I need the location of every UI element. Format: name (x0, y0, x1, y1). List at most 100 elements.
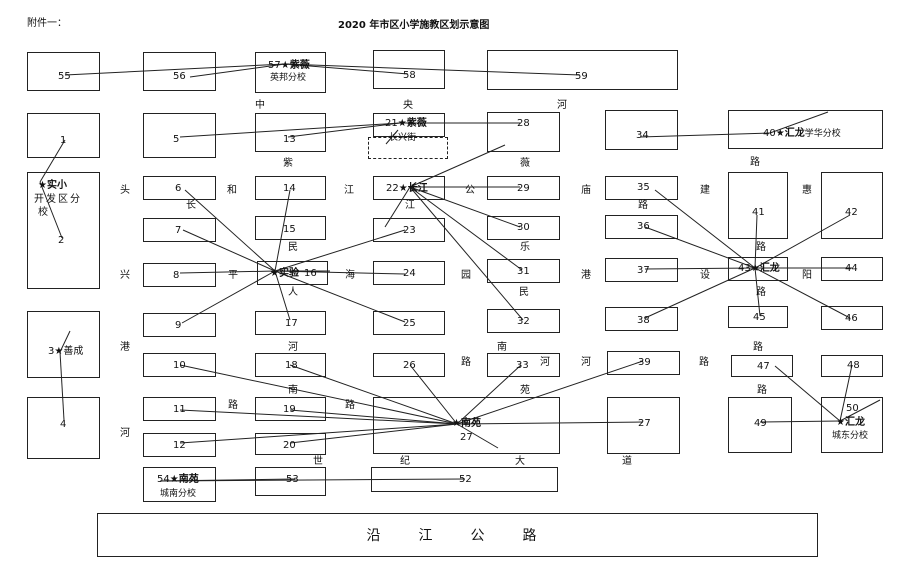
district-box-39 (607, 351, 680, 375)
district-box-25 (373, 311, 445, 335)
connection-line (384, 186, 411, 228)
connection-line (64, 63, 286, 76)
school-shixiao-branch: 开发区分 (34, 194, 82, 205)
road-label: 路 (753, 342, 763, 353)
road-label: 路 (228, 400, 238, 411)
connection-line (179, 122, 401, 138)
district-box-56 (143, 52, 216, 91)
node-label: 1 (60, 135, 67, 146)
road-label: 路 (756, 287, 766, 298)
connection-line (774, 365, 841, 422)
road-label: 路 (638, 200, 648, 211)
connection-line (754, 267, 761, 317)
district-box-20 (255, 433, 326, 455)
node-label: 49 (754, 418, 767, 429)
road-label: 庙 (581, 185, 591, 196)
connection-line (839, 364, 853, 422)
district-box-55 (27, 52, 100, 91)
connection-line (59, 330, 71, 353)
road-label: 世 (313, 456, 323, 467)
connection-line (754, 267, 851, 319)
district-box-47 (731, 355, 793, 377)
connection-line (754, 214, 758, 269)
road-label: 路 (461, 357, 471, 368)
node-label: 5 (173, 134, 180, 145)
school-3: 3★善成 (48, 346, 84, 357)
road-label: 河 (120, 428, 130, 439)
district-box-57 (255, 52, 326, 93)
node-label: 24 (403, 268, 416, 279)
district-box-8 (143, 263, 216, 287)
node-label: 12 (173, 440, 186, 451)
node-label: 42 (845, 207, 858, 218)
district-box-35 (605, 176, 678, 200)
node-label: 34 (636, 130, 649, 141)
school-40: 40★汇龙学华分校 (763, 128, 841, 139)
district-box-23 (373, 218, 445, 242)
node-label: 48 (847, 360, 860, 371)
node-label: 7 (175, 225, 182, 236)
node-label: 4 (60, 419, 67, 430)
school-nanyuan: ★南苑 (452, 418, 481, 429)
connection-line (654, 189, 756, 269)
connection-line (409, 186, 521, 228)
node-label: 16 (304, 268, 317, 279)
node-label: 35 (637, 182, 650, 193)
node-label: 50 (846, 403, 859, 414)
school-21: 21★紫薇 (385, 118, 427, 129)
district-box-21-changxing (368, 137, 448, 159)
node-label: 44 (845, 263, 858, 274)
road-label: 大 (515, 456, 525, 467)
node-label: 58 (403, 70, 416, 81)
district-box-4 (27, 397, 100, 459)
connection-line (456, 364, 522, 425)
node-label: 53 (286, 474, 299, 485)
node-label: 41 (752, 207, 765, 218)
district-box-42 (821, 172, 883, 239)
node-label: 30 (517, 222, 530, 233)
connection-line (409, 144, 506, 188)
district-box-46 (821, 306, 883, 330)
road-label: 路 (756, 242, 766, 253)
road-label: 长 (186, 200, 196, 211)
district-box-12 (143, 433, 216, 457)
district-box-1 (27, 113, 100, 158)
road-label: 兴 (120, 270, 130, 281)
connection-line (456, 360, 644, 425)
connection-line (59, 351, 65, 421)
node-label: 14 (283, 183, 296, 194)
district-box-40 (728, 110, 883, 149)
road-label: 河 (581, 357, 591, 368)
attachment-label: 附件一： (27, 18, 67, 29)
node-label: 19 (283, 404, 296, 415)
district-box-7 (143, 218, 216, 242)
school-57-branch: 英邦分校 (270, 73, 307, 83)
district-box-49 (728, 397, 792, 453)
road-label: 园 (461, 270, 471, 281)
road-label: 海 (345, 270, 355, 281)
connection-line (409, 186, 523, 271)
connection-line (409, 186, 524, 321)
road-label: 薇 (520, 158, 530, 169)
node-label: 6 (175, 183, 182, 194)
road-label: 苑 (520, 385, 530, 396)
connection-line (644, 267, 756, 270)
connection-line (644, 226, 756, 269)
connection-line (456, 421, 644, 425)
connection-line (274, 189, 291, 272)
road-label: 纪 (400, 456, 410, 467)
district-box-54 (143, 467, 216, 502)
school-22: 22★长江 (386, 183, 428, 194)
connection-line (189, 63, 286, 78)
district-box-50 (821, 397, 883, 453)
road-label: 央 (403, 100, 413, 111)
road-label: 河 (288, 342, 298, 353)
district-box-52 (371, 467, 558, 492)
district-box-38 (605, 307, 678, 331)
school-54-branch: 城南分校 (160, 489, 197, 499)
district-box-shixiao (27, 172, 100, 289)
district-box-24 (373, 261, 445, 285)
node-label: 31 (517, 266, 530, 277)
node-label: 46 (845, 313, 858, 324)
